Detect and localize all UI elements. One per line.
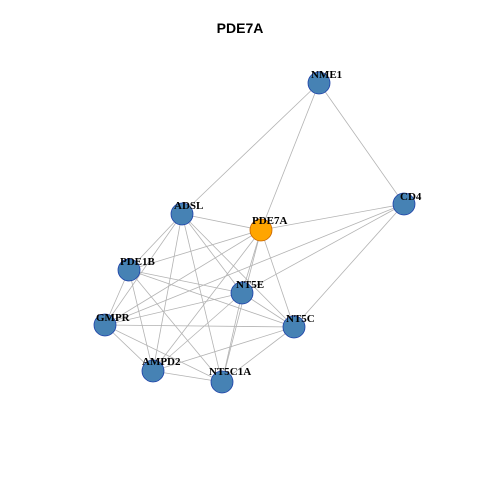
edge-adsl-pde7a xyxy=(181,213,262,231)
edge-nt5c-nt5c1a xyxy=(221,326,295,383)
node-ampd2 xyxy=(141,359,165,383)
node-nt5e xyxy=(230,281,254,305)
edge-pde7a-nt5c xyxy=(260,229,295,328)
node-label-nme1: NME1 xyxy=(311,69,342,81)
node-label-ampd2: AMPD2 xyxy=(142,356,181,368)
node-adsl xyxy=(170,202,194,226)
edge-cd4-gmpr xyxy=(104,203,405,326)
edge-gmpr-nt5c xyxy=(104,324,295,328)
node-label-pde1b: PDE1B xyxy=(120,256,156,268)
node-pde7a xyxy=(249,218,273,242)
edge-adsl-nt5c xyxy=(181,213,295,328)
edge-ampd2-nt5c1a xyxy=(152,370,223,383)
node-label-nt5c1a: NT5C1A xyxy=(209,366,251,378)
edge-pde1b-ampd2 xyxy=(128,269,154,372)
node-label-nt5c: NT5C xyxy=(286,313,315,325)
edge-adsl-gmpr xyxy=(104,213,183,326)
node-nme1 xyxy=(307,71,331,95)
edge-pde7a-nt5c1a xyxy=(221,229,262,383)
node-label-pde7a: PDE7A xyxy=(252,215,288,227)
edge-gmpr-nt5c1a xyxy=(104,324,223,383)
edge-adsl-nt5c1a xyxy=(181,213,223,383)
edge-pde1b-nt5e xyxy=(128,269,243,294)
edge-nt5c-ampd2 xyxy=(152,326,295,372)
node-label-nt5e: NT5E xyxy=(236,279,264,291)
edge-nme1-adsl xyxy=(181,82,320,215)
edge-nt5e-nt5c1a xyxy=(221,292,243,383)
node-pde1b xyxy=(117,258,141,282)
edge-adsl-ampd2 xyxy=(152,213,183,372)
edge-cd4-pde7a xyxy=(260,203,405,231)
node-nt5c1a xyxy=(210,370,234,394)
edge-nt5e-gmpr xyxy=(104,292,243,326)
edge-nt5e-ampd2 xyxy=(152,292,243,372)
node-label-gmpr: GMPR xyxy=(96,312,131,324)
edge-cd4-nt5c xyxy=(293,203,405,328)
edge-adsl-nt5e xyxy=(181,213,243,294)
edge-pde1b-nt5c xyxy=(128,269,295,328)
node-nt5c xyxy=(282,315,306,339)
edge-nme1-cd4 xyxy=(318,82,405,205)
edge-pde7a-pde1b xyxy=(128,229,262,271)
node-label-adsl: ADSL xyxy=(174,200,203,212)
edge-adsl-pde1b xyxy=(128,213,183,271)
node-cd4 xyxy=(392,192,416,216)
node-gmpr xyxy=(93,313,117,337)
figure-title: PDE7A xyxy=(216,20,264,36)
edge-pde7a-ampd2 xyxy=(152,229,262,372)
node-label-cd4: CD4 xyxy=(400,191,422,203)
edge-pde7a-gmpr xyxy=(104,229,262,326)
edge-nme1-pde7a xyxy=(260,82,320,231)
edge-cd4-nt5e xyxy=(241,203,405,294)
